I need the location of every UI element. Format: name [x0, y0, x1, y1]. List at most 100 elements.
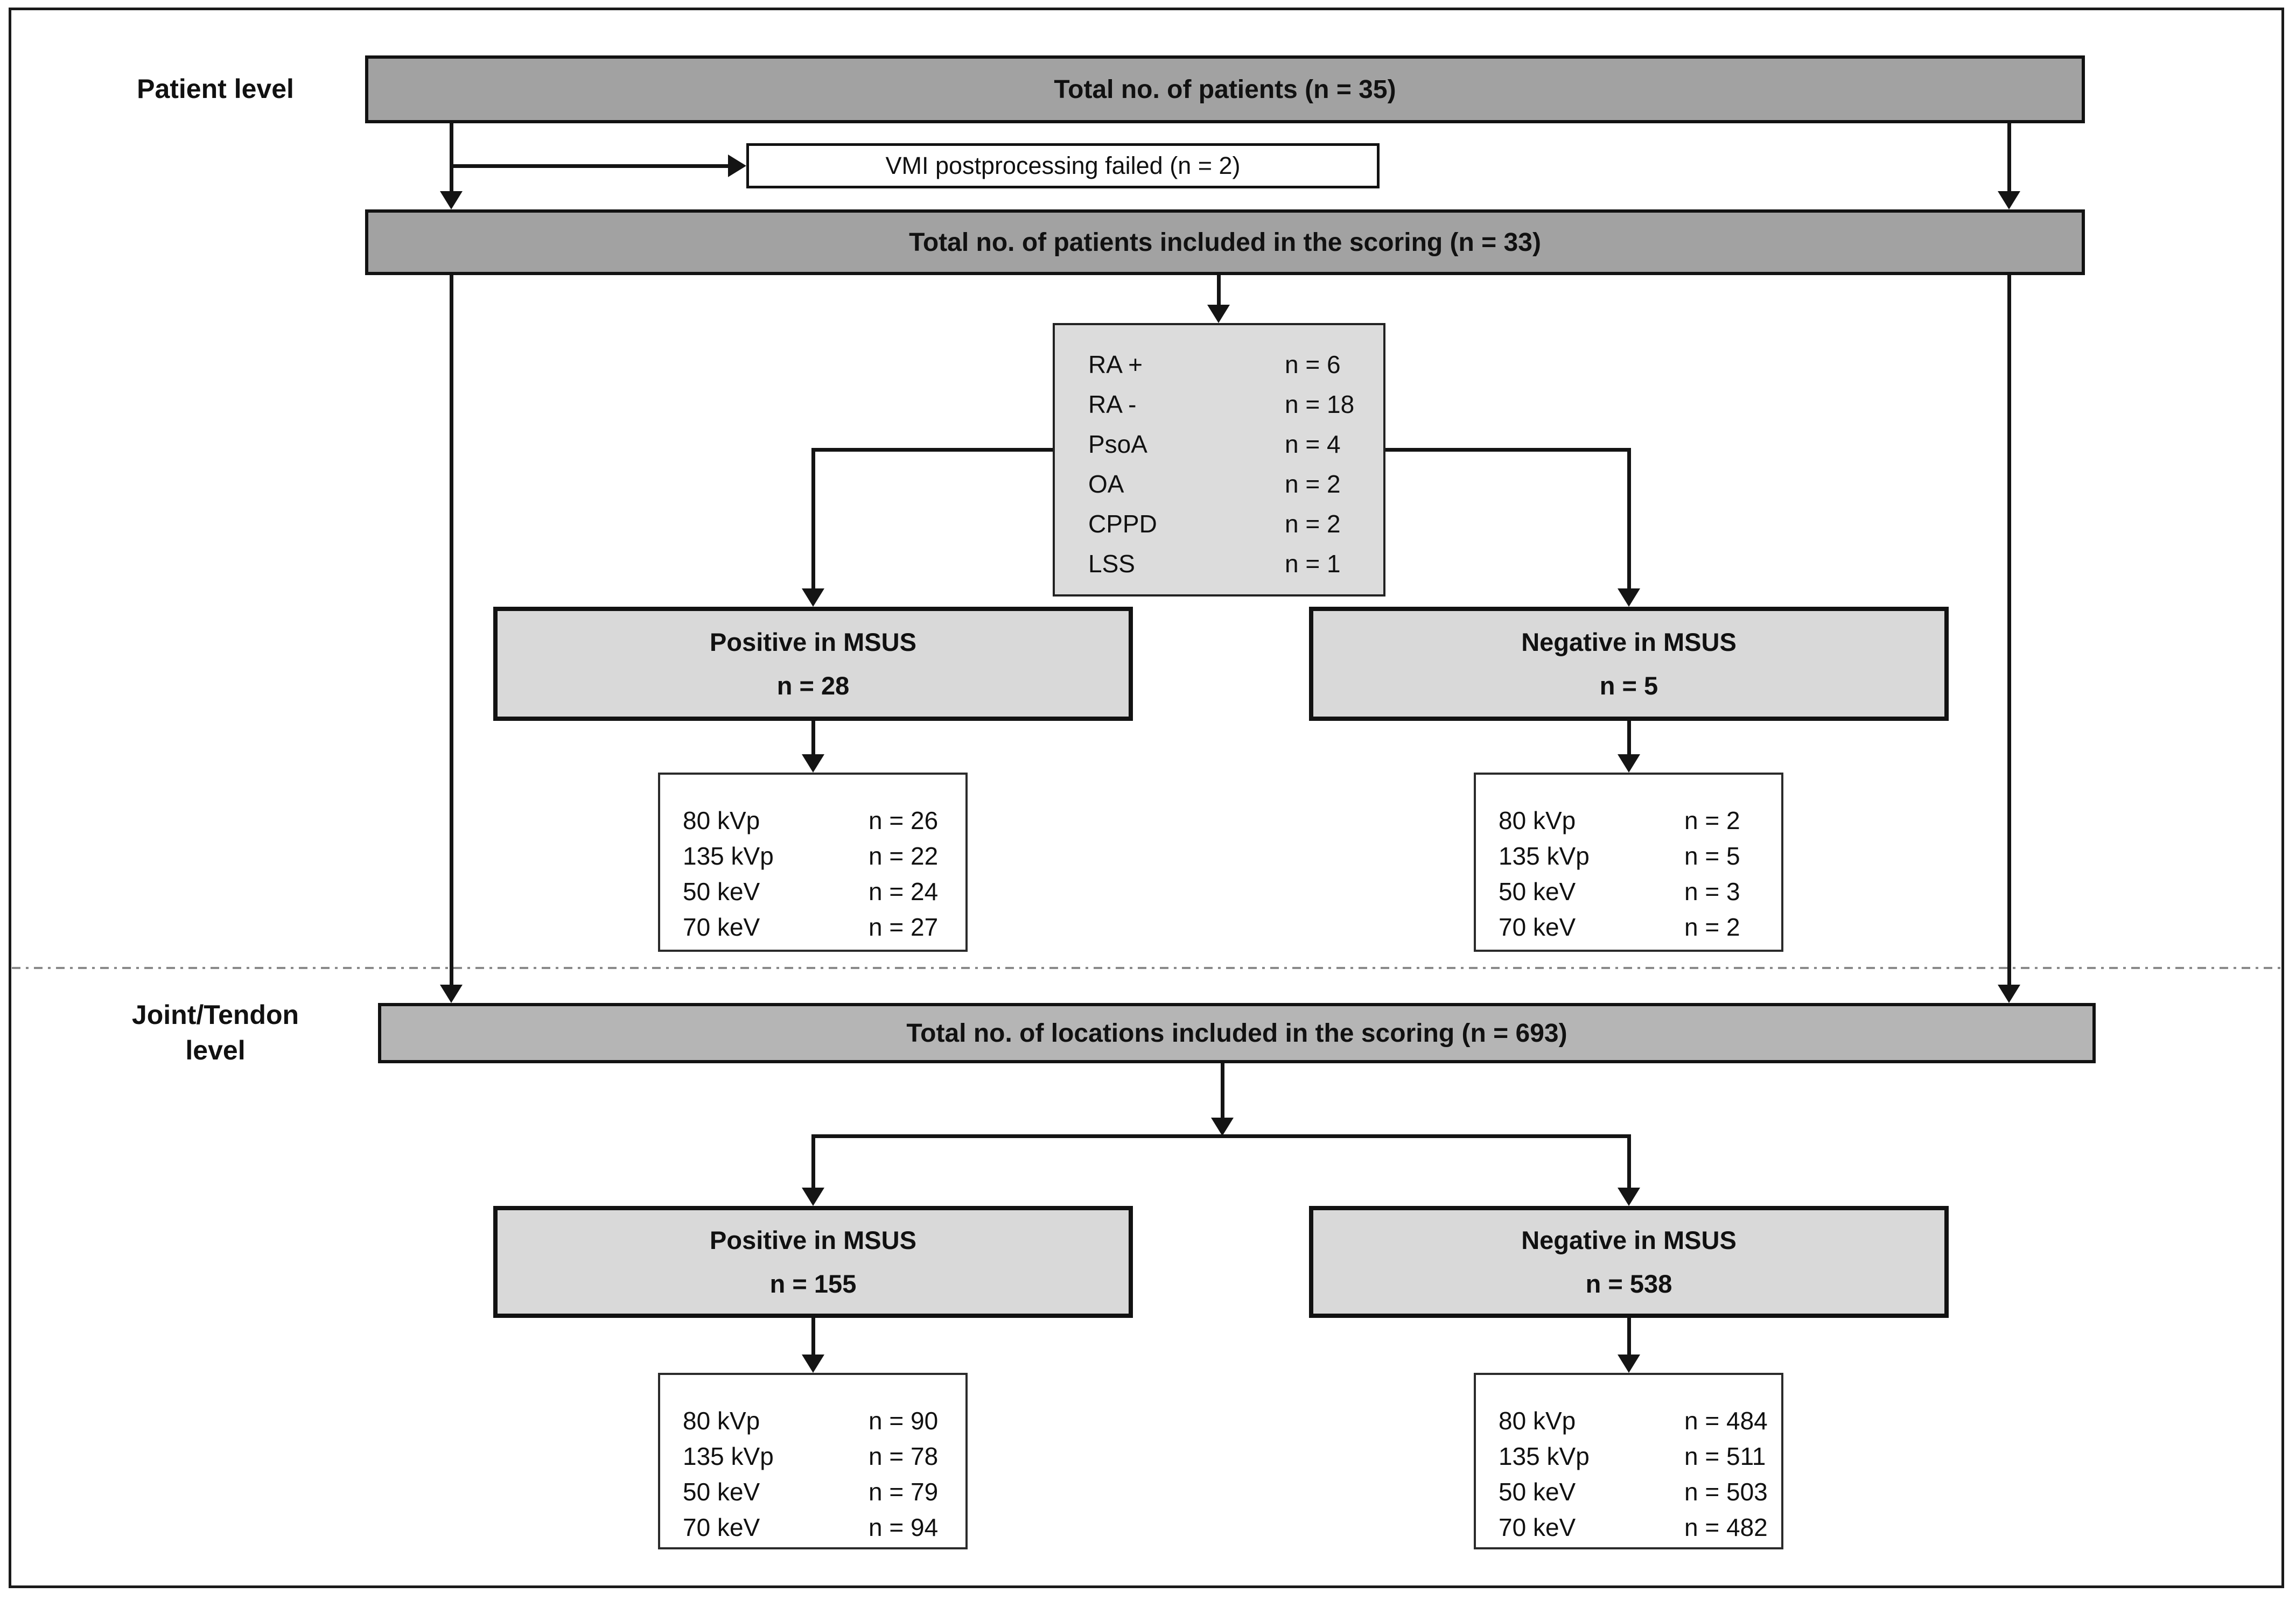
diagnosis-row: OA n = 2: [1088, 464, 1383, 504]
protocol-count: n = 484: [1684, 1407, 1768, 1435]
vmi-failed-box: VMI postprocessing failed (n = 2): [746, 143, 1380, 188]
joint-tendon-level-label-line2: level: [185, 1035, 246, 1065]
connector-line: [813, 1134, 1631, 1138]
arrowhead-down-icon: [440, 191, 463, 209]
arrowhead-down-icon: [1211, 1118, 1234, 1136]
diagnosis-label: PsoA: [1088, 430, 1147, 458]
joint-positive-msus-n: n = 155: [769, 1269, 857, 1298]
protocol-row: 80 kVp n = 2: [1499, 803, 1781, 838]
diagnosis-label: RA -: [1088, 390, 1137, 418]
diagnosis-label: CPPD: [1088, 510, 1157, 538]
protocol-count: n = 503: [1684, 1478, 1768, 1506]
arrowhead-down-icon: [802, 1355, 824, 1373]
arrowhead-down-icon: [802, 588, 824, 607]
protocol-label: 80 kVp: [1499, 806, 1576, 834]
diagnosis-count: n = 2: [1285, 470, 1341, 498]
connector-line: [450, 275, 453, 987]
patient-negative-protocol-box: 80 kVp n = 2 135 kVp n = 5 50 keV n = 3 …: [1474, 773, 1783, 952]
patient-positive-protocol-box: 80 kVp n = 26 135 kVp n = 22 50 keV n = …: [658, 773, 968, 952]
protocol-count: n = 2: [1684, 806, 1740, 834]
arrowhead-down-icon: [1618, 754, 1640, 773]
protocol-row: 80 kVp n = 484: [1499, 1403, 1781, 1438]
level-divider: [12, 967, 2284, 969]
protocol-label: 135 kVp: [1499, 842, 1590, 870]
protocol-label: 70 keV: [683, 1513, 760, 1541]
connector-line: [811, 1134, 815, 1188]
diagnosis-label: LSS: [1088, 550, 1135, 578]
connector-line: [451, 164, 729, 168]
diagnosis-label: OA: [1088, 470, 1124, 498]
connector-line: [2007, 122, 2011, 194]
protocol-label: 50 keV: [683, 878, 760, 906]
joint-negative-msus-box: Negative in MSUS n = 538: [1309, 1206, 1949, 1318]
protocol-label: 135 kVp: [683, 842, 774, 870]
protocol-count: n = 2: [1684, 913, 1740, 941]
protocol-label: 135 kVp: [683, 1442, 774, 1470]
protocol-count: n = 5: [1684, 842, 1740, 870]
joint-tendon-level-label: Joint/Tendon level: [70, 997, 361, 1068]
protocol-row: 50 keV n = 3: [1499, 874, 1781, 909]
joint-negative-protocol-box: 80 kVp n = 484 135 kVp n = 511 50 keV n …: [1474, 1373, 1783, 1549]
diagnosis-row: PsoA n = 4: [1088, 424, 1383, 464]
arrowhead-down-icon: [440, 985, 463, 1003]
arrowhead-down-icon: [1618, 1355, 1640, 1373]
connector-line: [811, 721, 815, 754]
protocol-row: 135 kVp n = 5: [1499, 838, 1781, 874]
protocol-row: 70 keV n = 2: [1499, 909, 1781, 945]
arrowhead-down-icon: [1618, 1188, 1640, 1206]
protocol-row: 50 keV n = 503: [1499, 1474, 1781, 1510]
protocol-row: 50 keV n = 79: [683, 1474, 965, 1510]
patient-positive-msus-title: Positive in MSUS: [710, 628, 916, 656]
diagnosis-breakdown-box: RA + n = 6 RA - n = 18 PsoA n = 4 OA n =…: [1053, 323, 1385, 597]
connector-line: [1217, 275, 1221, 305]
patient-positive-msus-box: Positive in MSUS n = 28: [493, 607, 1133, 721]
diagnosis-count: n = 6: [1285, 350, 1341, 378]
joint-positive-msus-title: Positive in MSUS: [710, 1226, 916, 1254]
protocol-label: 80 kVp: [1499, 1407, 1576, 1435]
diagnosis-count: n = 1: [1285, 550, 1341, 578]
protocol-label: 50 keV: [683, 1478, 760, 1506]
diagnosis-label: RA +: [1088, 350, 1143, 378]
protocol-label: 50 keV: [1499, 1478, 1576, 1506]
patient-negative-msus-box: Negative in MSUS n = 5: [1309, 607, 1949, 721]
protocol-label: 135 kVp: [1499, 1442, 1590, 1470]
protocol-count: n = 3: [1684, 878, 1740, 906]
protocol-count: n = 78: [869, 1442, 939, 1470]
protocol-row: 135 kVp n = 22: [683, 838, 965, 874]
protocol-row: 135 kVp n = 78: [683, 1438, 965, 1474]
protocol-row: 135 kVp n = 511: [1499, 1438, 1781, 1474]
diagnosis-row: CPPD n = 2: [1088, 504, 1383, 544]
arrowhead-down-icon: [802, 1188, 824, 1206]
joint-negative-msus-title: Negative in MSUS: [1521, 1226, 1737, 1254]
diagnosis-count: n = 18: [1285, 390, 1355, 418]
arrowhead-down-icon: [1998, 985, 2020, 1003]
diagnosis-row: LSS n = 1: [1088, 544, 1383, 584]
protocol-label: 70 keV: [683, 913, 760, 941]
connector-line: [811, 1318, 815, 1355]
protocol-row: 70 keV n = 27: [683, 909, 965, 945]
arrowhead-down-icon: [1998, 191, 2020, 209]
total-patients-bar: Total no. of patients (n = 35): [365, 55, 2085, 123]
connector-line: [1627, 1134, 1631, 1188]
diagnosis-row: RA + n = 6: [1088, 345, 1383, 384]
joint-positive-msus-box: Positive in MSUS n = 155: [493, 1206, 1133, 1318]
protocol-label: 80 kVp: [683, 806, 760, 834]
joint-positive-protocol-box: 80 kVp n = 90 135 kVp n = 78 50 keV n = …: [658, 1373, 968, 1549]
patient-negative-msus-n: n = 5: [1599, 671, 1658, 700]
connector-line: [811, 448, 815, 588]
arrowhead-down-icon: [802, 754, 824, 773]
patient-positive-msus-n: n = 28: [776, 671, 850, 700]
patient-level-label: Patient level: [137, 74, 294, 104]
connector-line: [1627, 1318, 1631, 1355]
protocol-count: n = 511: [1684, 1442, 1766, 1470]
protocol-count: n = 26: [869, 806, 939, 834]
protocol-count: n = 24: [869, 878, 939, 906]
protocol-count: n = 79: [869, 1478, 939, 1506]
protocol-label: 50 keV: [1499, 878, 1576, 906]
joint-negative-msus-n: n = 538: [1585, 1269, 1672, 1298]
protocol-row: 70 keV n = 482: [1499, 1510, 1781, 1545]
protocol-row: 50 keV n = 24: [683, 874, 965, 909]
connector-line: [1627, 721, 1631, 754]
protocol-row: 80 kVp n = 90: [683, 1403, 965, 1438]
